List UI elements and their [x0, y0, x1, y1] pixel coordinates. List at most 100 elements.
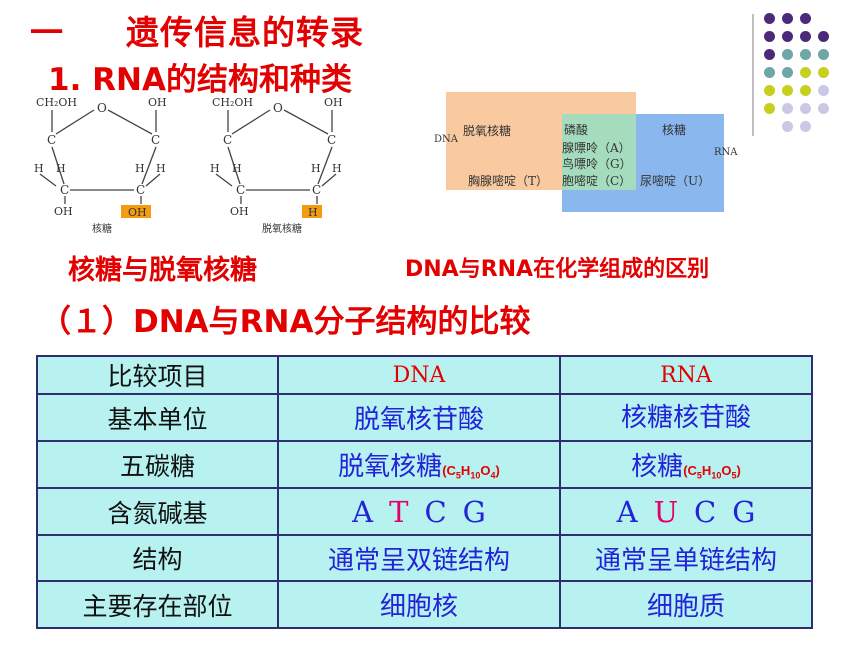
deoxyribose-hydrogen: H — [210, 162, 220, 175]
decorative-dot — [764, 49, 775, 60]
table-row: 基本单位 脱氧核苷酸 核糖核苷酸 — [36, 393, 813, 442]
decorative-dot — [818, 67, 829, 78]
rna-sugar: 核糖 — [662, 123, 687, 137]
deoxyribose-top-right-label: OH — [324, 96, 343, 109]
deoxyribose-carbon: C — [236, 183, 245, 197]
decorative-dot — [764, 31, 775, 42]
subtitle: 1. RNA的结构和种类 — [48, 62, 352, 98]
rna-pentose: 核糖(C5H10O5) — [559, 440, 813, 489]
ribose-hydroxyl-box — [121, 205, 151, 218]
decorative-dot — [782, 67, 793, 78]
ribose-bottom-right-label: OH — [128, 206, 147, 219]
ribose-carbon: C — [136, 183, 145, 197]
header-dna: DNA — [277, 355, 561, 395]
rna-only-base: 尿嘧啶（U） — [640, 174, 711, 188]
dna-location: 细胞核 — [277, 580, 561, 629]
table-row: 主要存在部位 细胞核 细胞质 — [36, 580, 813, 629]
deoxyribose-hydrogen: H — [332, 162, 342, 175]
deoxyribose-ring-oxygen: O — [273, 101, 283, 115]
dna-sugar: 脱氧核糖 — [463, 124, 512, 138]
ribose-hydrogen: H — [156, 162, 166, 175]
decorative-dot — [782, 103, 793, 114]
dna-pentose-formula: (C5H10O4) — [442, 463, 500, 481]
decorative-dot — [800, 103, 811, 114]
dna-basic-unit: 脱氧核苷酸 — [277, 393, 561, 442]
decorative-dot — [818, 31, 829, 42]
row-label: 结构 — [36, 534, 279, 582]
decorative-dot — [800, 67, 811, 78]
decorative-dot-grid — [764, 13, 834, 137]
ribose-hydrogen: H — [34, 162, 44, 175]
decorative-divider — [752, 14, 754, 136]
section-title: 遗传信息的转录 — [126, 13, 364, 52]
deoxyribose-bottom-right-label: H — [308, 206, 318, 219]
decorative-dot — [800, 31, 811, 42]
decorative-dot — [764, 85, 775, 96]
deoxyribose-top-left-label: CH₂OH — [212, 96, 253, 109]
rna-base-highlight: U — [653, 494, 679, 529]
dna-base: C — [424, 494, 447, 529]
decorative-dot — [764, 13, 775, 24]
decorative-dot — [818, 49, 829, 60]
table-header-row: 比较项目 DNA RNA — [36, 355, 813, 395]
row-label: 主要存在部位 — [36, 580, 279, 629]
rna-structure: 通常呈单链结构 — [559, 534, 813, 582]
dna-label: DNA — [434, 134, 458, 145]
comparison-table: 比较项目 DNA RNA 基本单位 脱氧核苷酸 核糖核苷酸 五碳糖 脱氧核糖(C… — [36, 355, 813, 629]
decorative-dot — [782, 121, 793, 132]
composition-caption: DNA与RNA在化学组成的区别 — [405, 257, 710, 282]
decorative-dot — [818, 85, 829, 96]
ribose-caption: 核糖 — [92, 222, 112, 235]
deoxyribose-carbon: C — [223, 133, 232, 147]
rna-label: RNA — [714, 147, 738, 158]
shared-cytosine: 胞嘧啶（C） — [562, 174, 632, 188]
rna-location: 细胞质 — [559, 580, 813, 629]
shared-guanine: 鸟嘌呤（G） — [562, 157, 632, 171]
ribose-carbon: C — [151, 133, 160, 147]
decorative-dot — [800, 13, 811, 24]
decorative-dot — [800, 121, 811, 132]
decorative-dot — [818, 103, 829, 114]
sugar-caption: 核糖与脱氧核糖 — [68, 255, 257, 286]
dna-base: A — [352, 494, 374, 529]
rna-base: G — [732, 494, 756, 529]
ribose-hydrogen: H — [135, 162, 145, 175]
dna-structure: 通常呈双链结构 — [277, 534, 561, 582]
table-row: 五碳糖 脱氧核糖(C5H10O4) 核糖(C5H10O5) — [36, 440, 813, 489]
deoxyribose-hydrogen: H — [232, 162, 242, 175]
dna-pentose-name: 脱氧核糖 — [338, 452, 443, 482]
decorative-dot — [800, 85, 811, 96]
rna-pentose-name: 核糖 — [631, 452, 684, 482]
shared-adenine: 腺嘌呤（A） — [562, 141, 631, 155]
ribose-top-left-label: CH₂OH — [36, 96, 77, 109]
structure-heading: （１）DNA与RNA分子结构的比较 — [40, 304, 531, 340]
ribose-top-right-label: OH — [148, 96, 167, 109]
section-heading: 一 遗传信息的转录 — [30, 6, 364, 54]
decorative-dot — [764, 67, 775, 78]
deoxyribose-hydrogen: H — [311, 162, 321, 175]
row-label: 含氮碱基 — [36, 487, 279, 536]
deoxyribose-carbon: C — [327, 133, 336, 147]
composition-diagram: DNA RNA 脱氧核糖 胸腺嘧啶（T） 磷酸 腺嘌呤（A） 鸟嘌呤（G） 胞嘧… — [432, 90, 738, 218]
shared-region — [562, 114, 636, 190]
decorative-dot — [800, 49, 811, 60]
row-label: 基本单位 — [36, 393, 279, 442]
ribose-carbon: C — [60, 183, 69, 197]
decorative-dot — [782, 49, 793, 60]
ribose-structure: CH₂OH OH O C C H H H H C C OH OH 核糖 — [34, 96, 167, 235]
dna-pentose: 脱氧核糖(C5H10O4) — [277, 440, 561, 489]
decorative-dot — [782, 31, 793, 42]
rna-basic-unit: 核糖核苷酸 — [559, 393, 813, 442]
deoxyribose-structure: CH₂OH OH O C C H H H H C C OH H 脱氧核糖 — [210, 96, 343, 235]
ribose-bottom-left-label: OH — [54, 205, 73, 218]
ribose-ring-oxygen: O — [97, 101, 107, 115]
rna-base: A — [616, 494, 638, 529]
dna-base: G — [462, 494, 486, 529]
dna-base-highlight: T — [389, 494, 409, 529]
header-item: 比较项目 — [36, 355, 279, 395]
header-rna: RNA — [559, 355, 813, 395]
section-number: 一 — [30, 13, 64, 52]
